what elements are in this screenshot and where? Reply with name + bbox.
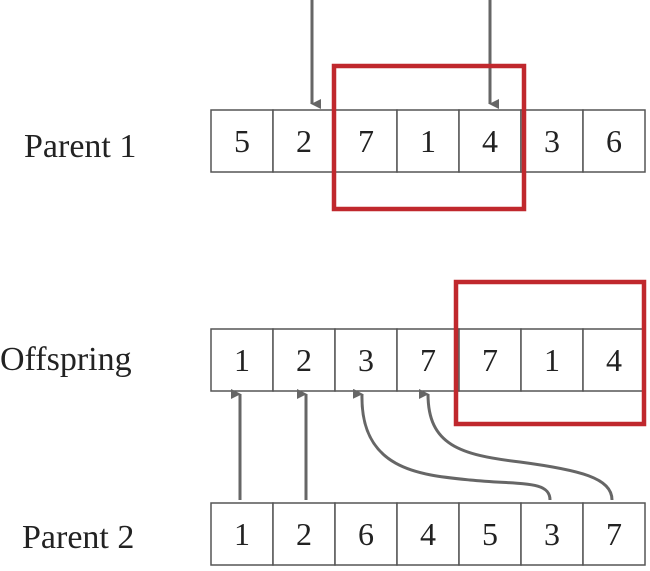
parent-1-cell-value: 7 (358, 123, 374, 159)
parent-1-cell (334, 109, 398, 173)
parent-1-cell-value: 3 (544, 123, 560, 159)
parent-1-cell (210, 109, 274, 173)
parent-2-cell (334, 502, 398, 566)
parent-1-segment-highlight (331, 63, 527, 212)
offspring-segment-highlight (453, 279, 647, 427)
parent-2-cell-value: 3 (544, 516, 560, 552)
parent-1-cell (582, 109, 646, 173)
parent-1-cell-value: 5 (234, 123, 250, 159)
parent-2-label: Parent 2 (22, 519, 134, 556)
offspring-cell-value: 2 (296, 342, 312, 378)
parent-2-cell-value: 5 (482, 516, 498, 552)
offspring-cell-value: 1 (234, 342, 250, 378)
offspring-label: Offspring (0, 341, 132, 378)
parent-2-cell (396, 502, 460, 566)
parent-2-row: 1 2 6 4 5 3 7 (210, 502, 646, 566)
parent-1-cell-value: 1 (420, 123, 436, 159)
parent-2-cell (272, 502, 336, 566)
parent-1-cell (458, 109, 522, 173)
parent-2-cell (520, 502, 584, 566)
inherit-arrow-3 (352, 388, 552, 501)
parent-1-cell-value: 4 (482, 123, 498, 159)
offspring-cell (210, 328, 274, 392)
offspring-cell-value: 7 (420, 342, 436, 378)
parent-2-cell-value: 4 (420, 516, 436, 552)
offspring-cell-value: 1 (544, 342, 560, 378)
offspring-cell-value: 3 (358, 342, 374, 378)
offspring-cell (458, 328, 522, 392)
inherit-arrow-7 (418, 389, 614, 501)
offspring-cell (520, 328, 584, 392)
offspring-cell-value: 4 (606, 342, 622, 378)
offspring-cell-value: 7 (482, 342, 498, 378)
parent-2-cell (582, 502, 646, 566)
parent-2-cell-value: 7 (606, 516, 622, 552)
parent-2-cell (458, 502, 522, 566)
offspring-cell (334, 328, 398, 392)
offspring-row: 1 2 3 7 7 1 4 (210, 328, 646, 392)
parent-1-label: Parent 1 (24, 128, 136, 165)
parent-1-row: 5 2 7 1 4 3 6 (210, 109, 646, 173)
parent-2-cell-value: 2 (296, 516, 312, 552)
offspring-cell (582, 328, 646, 392)
parent-1-cell (520, 109, 584, 173)
parent-2-cell-value: 6 (358, 516, 374, 552)
parent-1-cell-value: 6 (606, 123, 622, 159)
parent-2-cell-value: 1 (234, 516, 250, 552)
parent-1-cell-value: 2 (296, 123, 312, 159)
parent-1-cell (272, 109, 336, 173)
